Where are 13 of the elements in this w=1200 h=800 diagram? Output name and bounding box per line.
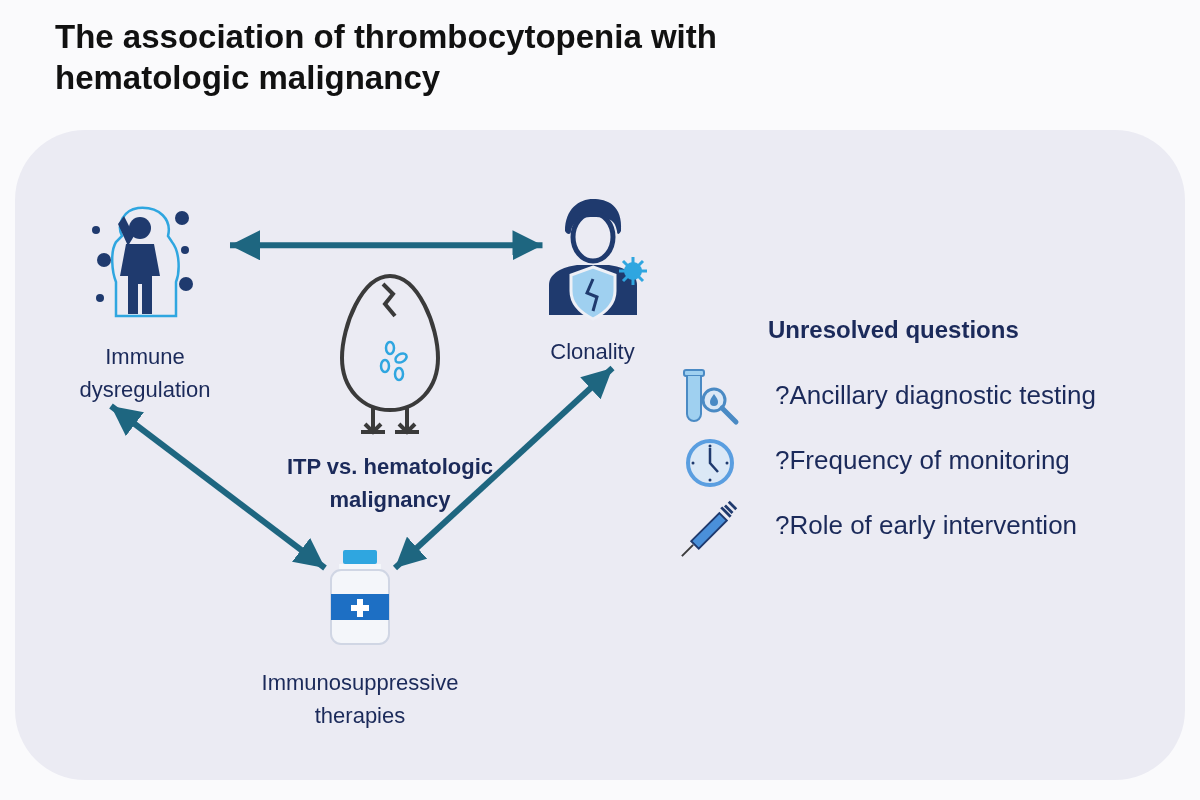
double-arrow (109, 403, 327, 571)
center-caption: ITP vs. hematologic malignancy (285, 453, 495, 514)
question-text: ?Frequency of monitoring (775, 445, 1070, 476)
node-label: Clonality (550, 338, 635, 366)
double-arrow (230, 230, 543, 261)
node-label: Immune dysregulation (78, 343, 212, 404)
double-arrow (392, 365, 615, 571)
question-text: ?Role of early intervention (775, 510, 1078, 541)
panel-background (15, 130, 1185, 780)
title: The association of thrombocytopenia with hematologic malignancy (55, 17, 718, 99)
question-text: ?Ancillary diagnostic testing (775, 380, 1096, 411)
section-heading: Unresolved questions (768, 316, 1019, 344)
node-label: Immunosuppressive therapies (260, 669, 460, 730)
